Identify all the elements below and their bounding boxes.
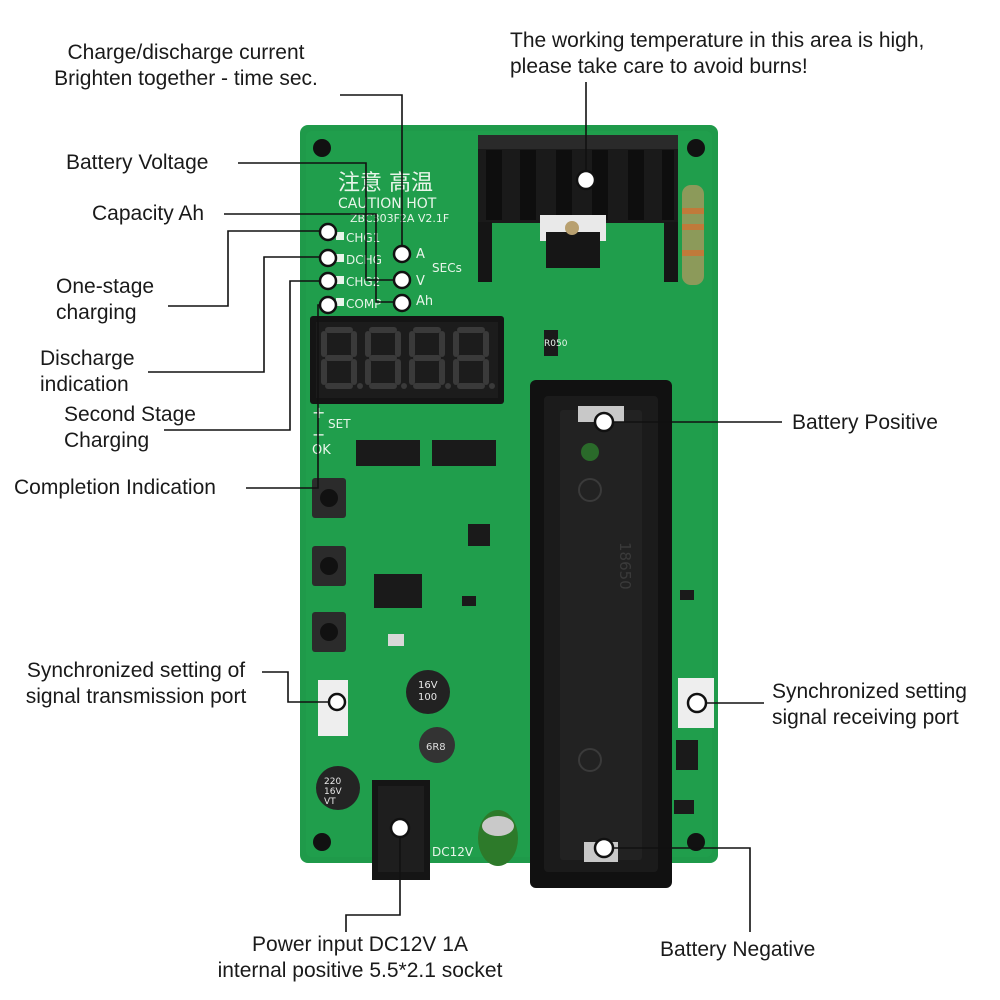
dot-chg2: [318, 271, 338, 291]
label-discharge: Discharge indication: [40, 347, 135, 396]
model-text: ZBC303F2A V2.1F: [350, 212, 449, 225]
leader-negative: [604, 847, 751, 932]
resistor-mark: R050: [544, 339, 568, 349]
dot-dchg: [318, 248, 338, 268]
svg-text:VT: VT: [324, 797, 336, 807]
dot-chg1: [318, 222, 338, 242]
leader-lines: [148, 82, 782, 932]
capacitor-large: [478, 810, 518, 866]
dot-capacity: [392, 293, 412, 313]
dot-comp: [318, 295, 338, 315]
leader-sync-tx: [262, 671, 336, 703]
label-sync-rx: Synchronized setting signal receiving po…: [772, 680, 967, 729]
leader-power: [345, 828, 401, 932]
digit-3-decimal-point: [489, 383, 495, 389]
dot-sync-rx: [686, 692, 708, 714]
leader-one-stage: [168, 230, 326, 307]
svg-text:220: 220: [324, 777, 341, 787]
dot-positive: [593, 411, 615, 433]
svg-text:DC12V: DC12V: [432, 845, 474, 859]
dot-current: [392, 244, 412, 264]
heatsink: [478, 135, 678, 282]
label-capacity: Capacity Ah: [92, 202, 205, 225]
led-label-dchg: DCHG: [346, 253, 382, 267]
unit-labels: A SECs V Ah: [416, 247, 462, 309]
status-led-labels: CHG1 DCHG CHG2 COMP: [336, 231, 382, 311]
mount-hole-br: [687, 833, 705, 851]
led-label-chg1: CHG1: [346, 231, 380, 245]
label-temperature: The working temperature in this area is …: [510, 29, 925, 78]
led-label-comp: COMP: [346, 297, 381, 311]
digit-1-decimal-point: [401, 383, 407, 389]
holder-mark: 18650: [616, 542, 634, 590]
unit-label-v: V: [416, 274, 425, 289]
svg-text:6R8: 6R8: [426, 742, 446, 753]
leader-capacity: [224, 213, 400, 303]
label-negative: Battery Negative: [660, 938, 816, 961]
mount-hole-tl: [313, 139, 331, 157]
leader-discharge: [148, 256, 326, 373]
capacitor-100uf: 100 16V: [406, 670, 450, 714]
set-label: SET: [328, 417, 351, 431]
digit-2-decimal-point: [445, 383, 451, 389]
battery-holder: 18650: [530, 380, 672, 888]
dot-temperature: [575, 169, 597, 191]
ok-label: OK: [312, 443, 331, 458]
digit-0-decimal-point: [357, 383, 363, 389]
leader-current: [340, 94, 403, 252]
label-completion: Completion Indication: [14, 476, 216, 499]
leader-voltage: [238, 162, 400, 281]
secs-label: SECs: [432, 261, 462, 275]
power-resistor: [682, 185, 704, 285]
dot-sync-tx: [327, 692, 347, 712]
svg-text:100: 100: [418, 692, 437, 703]
dot-power: [389, 817, 411, 839]
seven-segment-display: [310, 316, 504, 404]
label-second-stage: Second Stage Charging: [64, 403, 196, 452]
leader-second-stage: [164, 280, 326, 431]
label-current: Charge/discharge current Brighten togeth…: [54, 41, 318, 90]
svg-text:16V: 16V: [324, 787, 342, 797]
mount-hole-tr: [687, 139, 705, 157]
svg-text:16V: 16V: [418, 680, 438, 691]
unit-label-a: A: [416, 247, 425, 262]
caution-en-text: CAUTION HOT: [338, 196, 437, 212]
capacitor-220uf: 220 16V VT: [316, 766, 360, 810]
led-label-chg2: CHG2: [346, 275, 380, 289]
display-digits: [321, 327, 495, 389]
unit-label-ah: Ah: [416, 294, 433, 309]
dot-voltage: [392, 270, 412, 290]
mount-hole-bl: [313, 833, 331, 851]
label-one-stage: One-stage charging: [56, 275, 155, 324]
inductor: 6R8: [419, 727, 455, 763]
label-power: Power input DC12V 1A internal positive 5…: [217, 933, 503, 982]
label-sync-tx: Synchronized setting of signal transmiss…: [25, 659, 247, 708]
caution-cn-text: 注意 高温: [338, 171, 433, 196]
integrated-circuits: [356, 330, 698, 814]
dot-negative: [593, 837, 615, 859]
label-positive: Battery Positive: [792, 411, 938, 434]
label-voltage: Battery Voltage: [66, 151, 209, 174]
marker-dots: [318, 169, 708, 859]
